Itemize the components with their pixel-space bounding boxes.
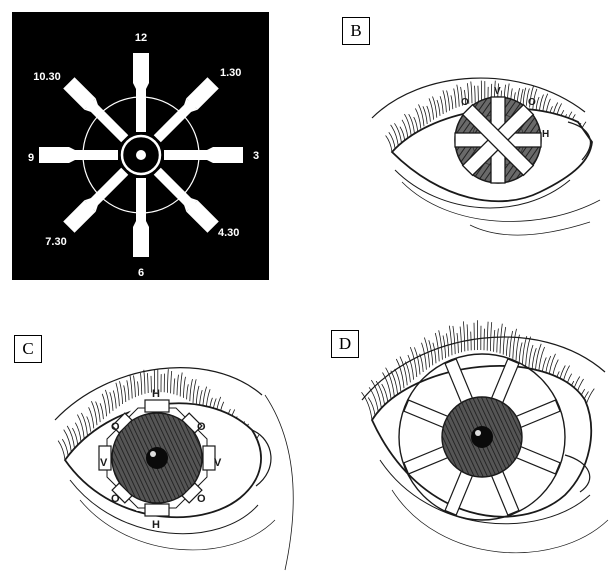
clock-label-1-30: 1.30 xyxy=(220,67,241,79)
panel-c-mark-o-top-left: O xyxy=(111,421,120,433)
panel-c-mark-h-top: H xyxy=(152,388,160,400)
panel-d-pupil-highlight xyxy=(475,430,481,436)
panel-c-pupil-highlight xyxy=(150,451,156,457)
clock-label-12: 12 xyxy=(135,32,147,44)
panel-c-mark-o-bottom-left: O xyxy=(111,493,120,505)
panel-d-pupil xyxy=(471,426,493,448)
panel-b-mark-v: V xyxy=(494,86,501,97)
panel-c-mark-v-left: V xyxy=(100,457,108,469)
panel-b-mark-o-right: O xyxy=(528,97,536,108)
clock-label-10-30: 10.30 xyxy=(33,71,61,83)
panel-a-diagram: 12 1.30 3 4.30 6 7.30 9 10.30 xyxy=(12,12,269,280)
clock-label-7-30: 7.30 xyxy=(45,236,66,248)
panel-c-pupil xyxy=(146,447,168,469)
panel-b-mark-h: H xyxy=(542,129,549,140)
clock-label-9: 9 xyxy=(28,152,34,164)
panel-c-nose-line xyxy=(265,395,293,570)
clock-label-3: 3 xyxy=(253,150,259,162)
panel-d-eye-illustration xyxy=(362,320,609,553)
panel-c-mark-o-bottom-right: O xyxy=(197,493,206,505)
panel-b-cross-bars xyxy=(455,97,541,183)
clock-label-4-30: 4.30 xyxy=(218,227,239,239)
panel-a-pupil-dot xyxy=(136,150,146,160)
panel-b-cheek-line xyxy=(470,222,590,235)
panel-c-pad-bottom xyxy=(145,504,169,516)
panel-b-eye-illustration: O V O H xyxy=(372,78,600,235)
clock-label-6: 6 xyxy=(138,267,144,279)
panel-c-mark-v-right: V xyxy=(214,457,222,469)
panel-c-mark-o-top-right: O xyxy=(197,421,206,433)
panel-c-eye-illustration: H O O V V O O H xyxy=(55,368,293,570)
panel-c-pad-top xyxy=(145,400,169,412)
panel-c-mark-h-bottom: H xyxy=(152,519,160,531)
panel-b-mark-o-left: O xyxy=(461,97,469,108)
